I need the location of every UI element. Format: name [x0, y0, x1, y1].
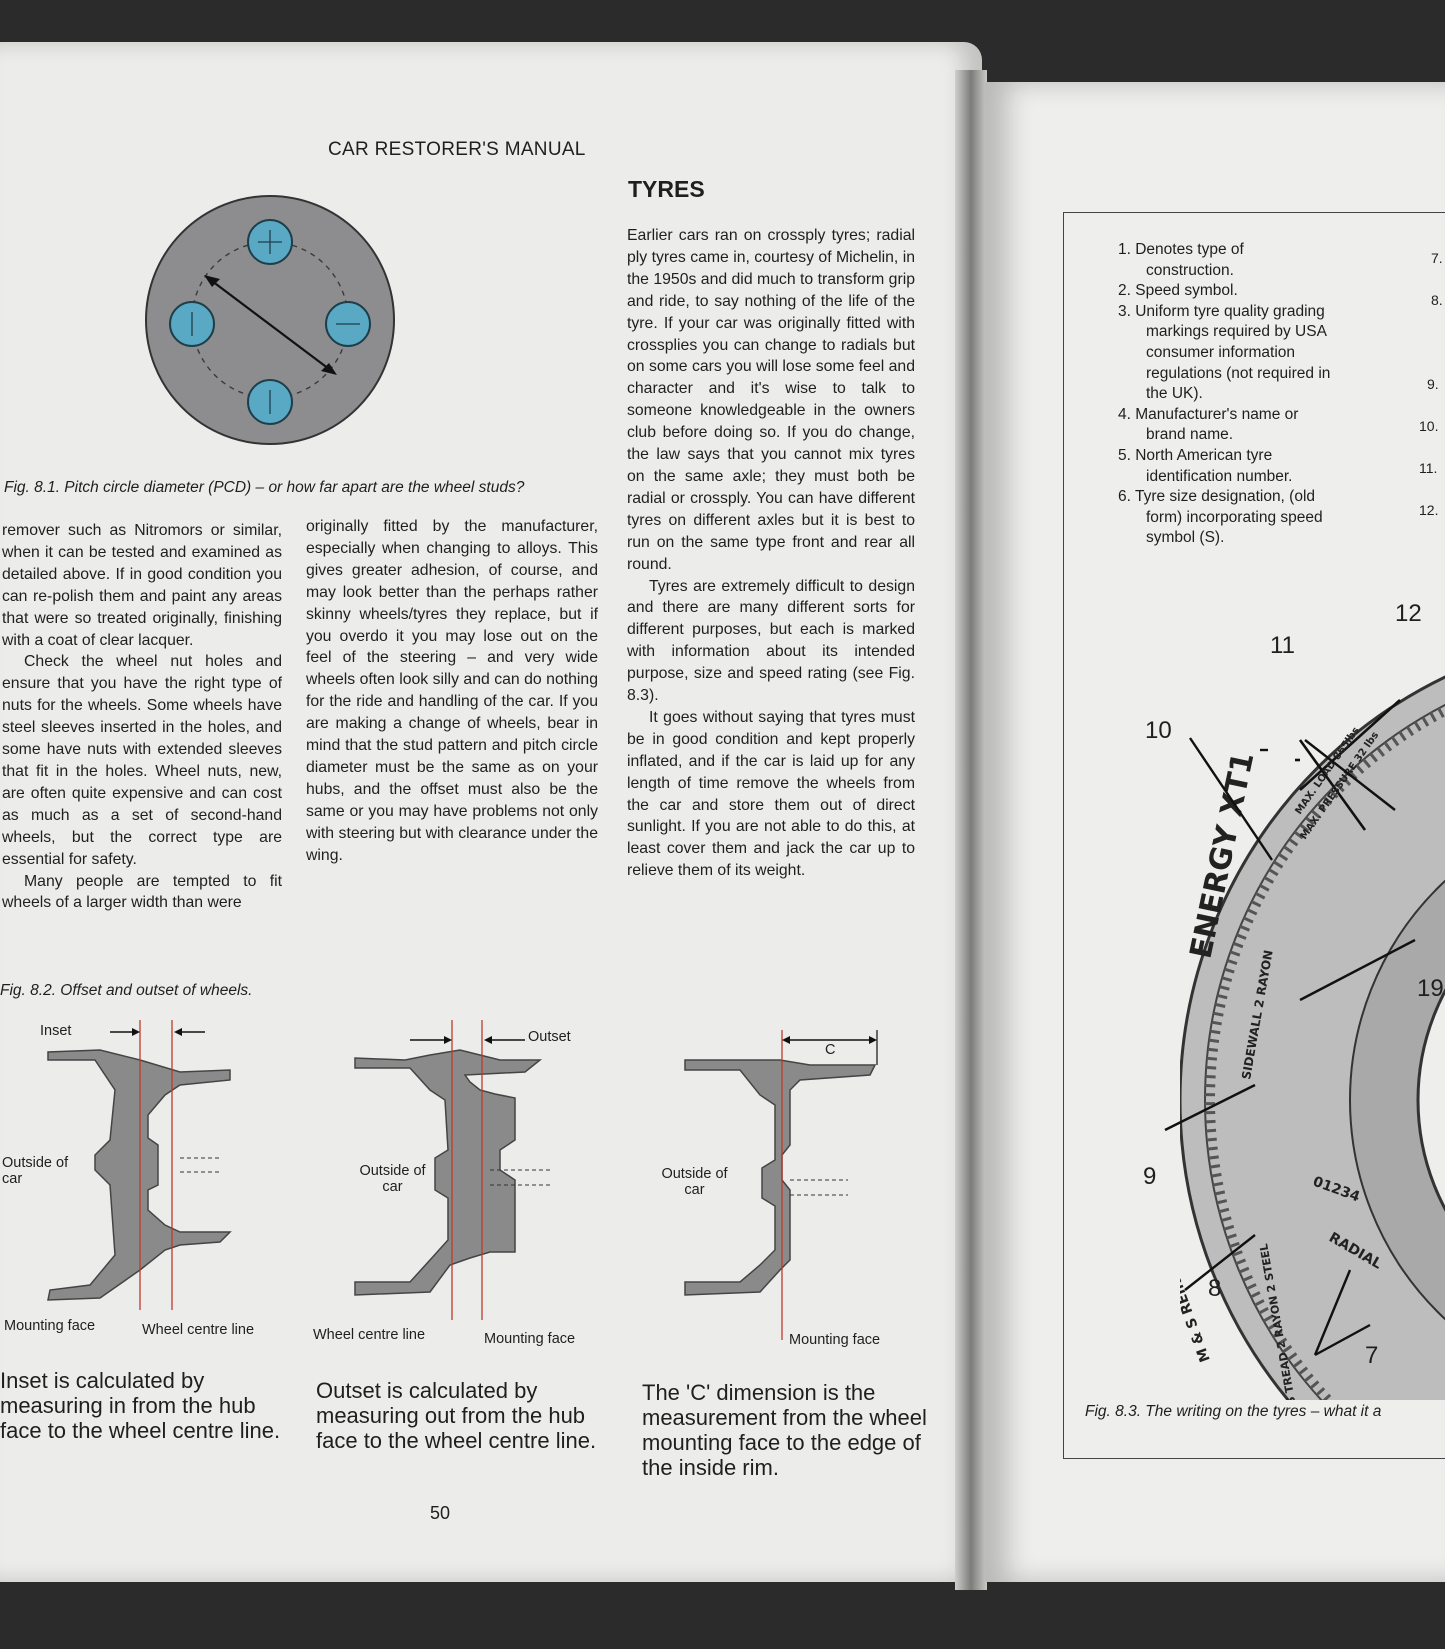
- wheel-centre-line-label: Wheel centre line: [142, 1322, 255, 1338]
- legend-line: consumer information: [1146, 343, 1296, 361]
- c-label: C: [825, 1042, 836, 1058]
- tyre-callout-lines: [1164, 737, 1416, 1357]
- col3-paragraph: Tyres are extremely difficult to design …: [627, 577, 915, 705]
- callout-number: 9: [1143, 1163, 1157, 1190]
- fig-8-1-caption: Fig. 8.1. Pitch circle diameter (PCD) – …: [4, 479, 525, 496]
- legend-number: 9.: [1427, 376, 1439, 392]
- legend-line: symbol (S).: [1146, 529, 1225, 547]
- legend-line: construction.: [1146, 261, 1234, 279]
- inset-caption: Inset is calculated by measuring in from…: [0, 1368, 281, 1443]
- legend-line: markings required by USA: [1146, 323, 1327, 341]
- legend-number: 12.: [1419, 502, 1439, 518]
- legend-number: 10.: [1419, 418, 1439, 434]
- wheel-centre-line-label: Wheel centre line: [313, 1327, 426, 1343]
- legend-line: 3. Uniform tyre quality grading: [1118, 302, 1325, 320]
- text-column-1: remover such as Nitromors or similar, wh…: [2, 520, 282, 914]
- col3-paragraph: Earlier cars ran on crossply tyres; radi…: [627, 227, 916, 573]
- col3-paragraph: It goes without saying that tyres must b…: [627, 708, 915, 880]
- fig-8-3-frame: [1063, 212, 1445, 1459]
- c-dimension-caption: The 'C' dimension is the measurement fro…: [642, 1380, 927, 1480]
- inset-diagram: [47, 1020, 232, 1310]
- legend-line: brand name.: [1146, 426, 1234, 444]
- callout-number: 10: [1145, 717, 1172, 744]
- outset-diagram: [354, 1020, 550, 1320]
- page-number: 50: [430, 1503, 451, 1523]
- outset-caption: Outset is calculated by measuring out fr…: [316, 1378, 597, 1453]
- legend-line: 6. Tyre size designation, (old: [1118, 488, 1316, 506]
- legend-line: identification number.: [1146, 467, 1293, 485]
- pcd-diagram: [145, 195, 395, 445]
- running-head: CAR RESTORER'S MANUAL: [328, 139, 586, 160]
- legend-line: 5. North American tyre: [1118, 446, 1273, 464]
- callout-number: 11: [1270, 632, 1295, 659]
- legend-number: 8.: [1431, 292, 1443, 308]
- book-gutter: [955, 70, 987, 1590]
- legend-number: 7.: [1431, 250, 1443, 266]
- text-column-3: Earlier cars ran on crossply tyres; radi…: [627, 225, 915, 882]
- outside-of-car-label: Outside of car: [661, 1166, 728, 1198]
- outside-of-car-label: Outside of car: [359, 1163, 426, 1195]
- outside-of-car-label: Outside of car: [2, 1155, 69, 1187]
- tyre-diagram: ENERGY XT1 SIDEWALL 2 RAYON M & S REINFO…: [1180, 675, 1445, 1400]
- callout-number: 12: [1395, 600, 1422, 627]
- inset-label: Inset: [40, 1023, 72, 1039]
- legend-line: regulations (not required in: [1146, 364, 1331, 382]
- tyre-legend: 1. Denotes type of construction. 2. Spee…: [1118, 240, 1330, 549]
- legend-number: 11.: [1419, 460, 1438, 476]
- mounting-face-label: Mounting face: [4, 1318, 96, 1334]
- col1-paragraph: Check the wheel nut holes and ensure tha…: [2, 653, 282, 868]
- col2-paragraph: originally fitted by the manufacturer, e…: [306, 518, 598, 864]
- legend-line: 4. Manufacturer's name or: [1118, 405, 1299, 423]
- legend-line: form) incorporating speed: [1146, 508, 1323, 526]
- mounting-face-label: Mounting face: [789, 1332, 881, 1348]
- callout-number: 19: [1417, 975, 1444, 1002]
- legend-line: 1. Denotes type of: [1118, 241, 1244, 258]
- callout-number: 7: [1365, 1342, 1379, 1369]
- col1-paragraph: remover such as Nitromors or similar, wh…: [2, 522, 282, 649]
- section-title: TYRES: [628, 176, 705, 202]
- outset-label: Outset: [528, 1029, 571, 1045]
- fig-8-3-caption: Fig. 8.3. The writing on the tyres – wha…: [1085, 1403, 1382, 1420]
- c-dimension-diagram: [684, 1030, 878, 1340]
- col1-paragraph: Many people are tempted to fit wheels of…: [2, 872, 282, 912]
- legend-line: 2. Speed symbol.: [1118, 282, 1238, 300]
- mounting-face-label: Mounting face: [484, 1331, 576, 1347]
- callout-number: 8: [1208, 1275, 1222, 1302]
- text-column-2: originally fitted by the manufacturer, e…: [306, 516, 598, 867]
- fig-8-2-caption: Fig. 8.2. Offset and outset of wheels.: [0, 982, 253, 999]
- legend-line: the UK).: [1146, 385, 1203, 403]
